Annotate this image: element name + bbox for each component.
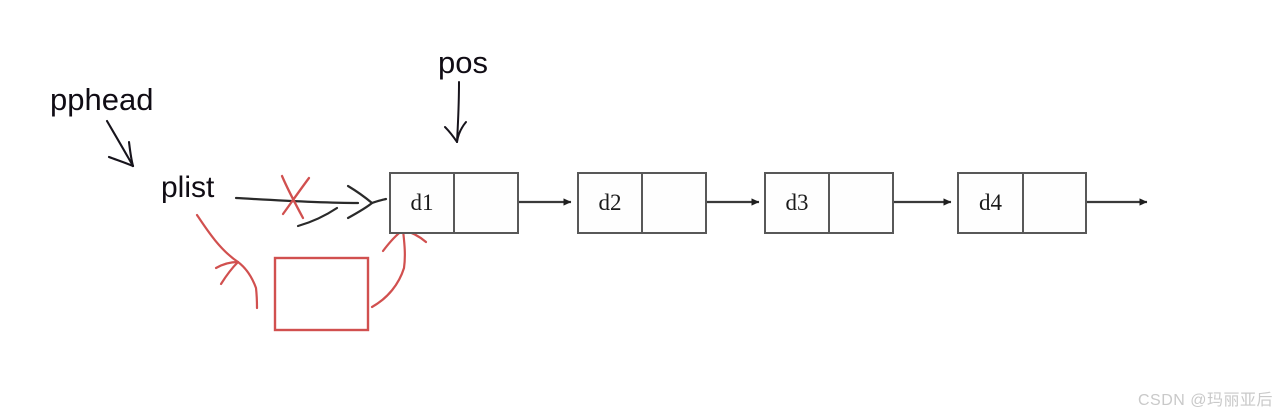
node-next-cell <box>643 174 705 232</box>
pphead-arrow <box>105 119 135 168</box>
list-node: d3 <box>764 172 894 234</box>
red-rectangle <box>273 256 370 332</box>
watermark: CSDN @玛丽亚后 <box>1138 392 1274 409</box>
label-pphead: pphead <box>50 82 154 117</box>
label-plist: plist <box>161 171 215 204</box>
node-data-cell: d4 <box>959 174 1024 232</box>
pos-arrow <box>444 81 467 143</box>
list-node: d2 <box>577 172 707 234</box>
node-next-cell <box>455 174 517 232</box>
cross-out-mark <box>280 174 311 220</box>
node-data-cell: d1 <box>391 174 455 232</box>
node-data-cell: d3 <box>766 174 830 232</box>
red-arrow-box-to-node <box>370 228 428 309</box>
list-node: d4 <box>957 172 1087 234</box>
label-pos: pos <box>438 45 488 80</box>
list-node: d1 <box>389 172 519 234</box>
node-next-cell <box>1024 174 1085 232</box>
node-data-cell: d2 <box>579 174 643 232</box>
plist-arrow <box>234 184 388 228</box>
node-next-cell <box>830 174 892 232</box>
red-arrow-plist-to-box <box>195 213 259 310</box>
